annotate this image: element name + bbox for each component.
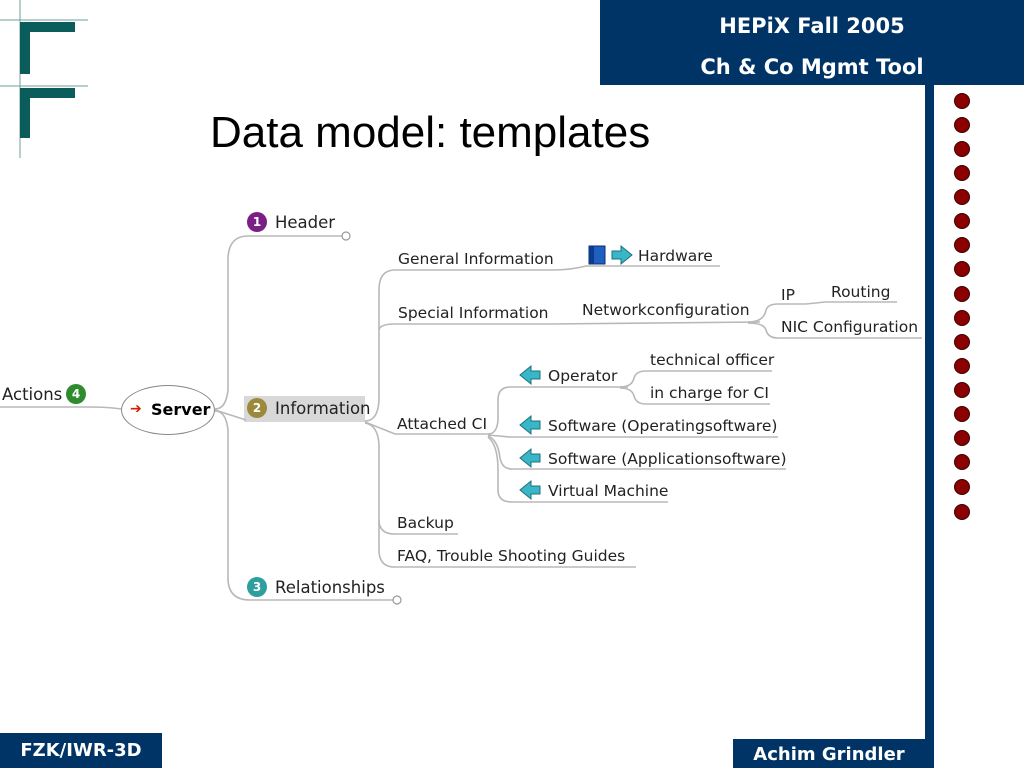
number-1-icon: 1 bbox=[247, 212, 267, 232]
general-information-label[interactable]: General Information bbox=[398, 250, 554, 268]
decor-dot bbox=[954, 310, 970, 326]
decor-dot bbox=[954, 479, 970, 495]
decor-dot bbox=[954, 165, 970, 181]
software-os-label[interactable]: Software (Operatingsoftware) bbox=[548, 417, 778, 435]
backup-label[interactable]: Backup bbox=[397, 514, 454, 532]
decor-dot bbox=[954, 189, 970, 205]
nic-configuration-label[interactable]: NIC Configuration bbox=[781, 318, 919, 336]
header-label[interactable]: Header bbox=[275, 213, 336, 232]
ip-label[interactable]: IP bbox=[781, 286, 795, 304]
decor-dot bbox=[954, 213, 970, 229]
virtual-machine-label[interactable]: Virtual Machine bbox=[548, 482, 669, 500]
number-4-icon: 4 bbox=[66, 384, 86, 404]
operator-label[interactable]: Operator bbox=[548, 367, 618, 385]
in-charge-label[interactable]: in charge for CI bbox=[650, 384, 769, 402]
footer-left-label: FZK/IWR-3D bbox=[0, 733, 162, 768]
slide-title: Data model: templates bbox=[210, 108, 651, 157]
decor-dot bbox=[954, 286, 970, 302]
decor-dot bbox=[954, 334, 970, 350]
decor-dot bbox=[954, 406, 970, 422]
routing-label[interactable]: Routing bbox=[831, 283, 891, 301]
special-information-label[interactable]: Special Information bbox=[398, 304, 549, 322]
technical-officer-label[interactable]: technical officer bbox=[650, 351, 775, 369]
decor-dot bbox=[954, 358, 970, 374]
decor-dot bbox=[954, 93, 970, 109]
decor-dot bbox=[954, 504, 970, 520]
software-app-label[interactable]: Software (Applicationsoftware) bbox=[548, 450, 787, 468]
attached-ci-label[interactable]: Attached CI bbox=[397, 415, 488, 433]
server-node[interactable] bbox=[121, 385, 215, 435]
back-arrow-icon bbox=[519, 414, 541, 436]
footer-author: Achim Grindler bbox=[733, 739, 925, 768]
decor-dot bbox=[954, 117, 970, 133]
networkconfiguration-label[interactable]: Networkconfiguration bbox=[582, 301, 750, 319]
fzk-logo bbox=[0, 0, 88, 158]
information-label[interactable]: Information bbox=[275, 399, 371, 418]
actions-label[interactable]: Actions bbox=[2, 385, 63, 404]
relationships-label[interactable]: Relationships bbox=[275, 578, 385, 597]
mindmap-connectors bbox=[0, 231, 922, 605]
back-arrow-icon bbox=[519, 447, 541, 469]
header-banner: HEPiX Fall 2005 Ch & Co Mgmt Tool bbox=[600, 0, 1024, 85]
talk-subtitle: Ch & Co Mgmt Tool bbox=[700, 55, 924, 79]
red-arrow-icon: ➔ bbox=[130, 401, 142, 417]
decor-dot bbox=[954, 261, 970, 277]
back-arrow-icon bbox=[519, 479, 541, 501]
number-3-icon: 3 bbox=[247, 577, 267, 597]
hardware-label[interactable]: Hardware bbox=[638, 247, 713, 265]
conference-title: HEPiX Fall 2005 bbox=[719, 14, 905, 38]
decor-dot bbox=[954, 237, 970, 253]
faq-label[interactable]: FAQ, Trouble Shooting Guides bbox=[397, 547, 626, 565]
sidebar-bar bbox=[925, 85, 934, 768]
number-2-icon: 2 bbox=[247, 398, 267, 418]
book-icon bbox=[588, 245, 606, 265]
decor-dot bbox=[954, 430, 970, 446]
server-label: Server bbox=[151, 400, 211, 419]
decor-dot bbox=[954, 382, 970, 398]
link-arrow-icon bbox=[611, 244, 633, 266]
decor-dot bbox=[954, 454, 970, 470]
decor-dot bbox=[954, 141, 970, 157]
back-arrow-icon bbox=[519, 364, 541, 386]
